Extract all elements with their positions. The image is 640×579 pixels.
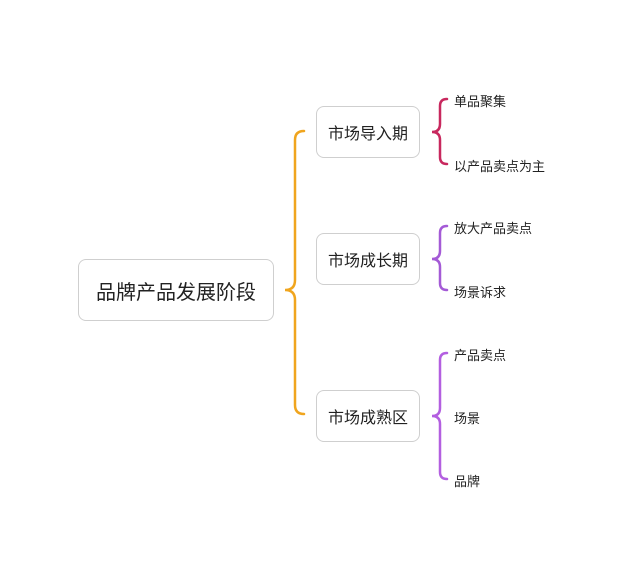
leaf-item[interactable]: 场景诉求 — [454, 286, 507, 301]
stage-node-growth[interactable]: 市场成长期 — [316, 233, 420, 285]
stage-node-label: 市场成长期 — [327, 251, 408, 270]
stage2-brace — [431, 224, 449, 292]
stage1-brace — [431, 97, 449, 166]
root-node[interactable]: 品牌产品发展阶段 — [78, 259, 274, 321]
stage-node-maturity[interactable]: 市场成熟区 — [316, 390, 420, 442]
leaf-item[interactable]: 放大产品卖点 — [454, 222, 533, 237]
leaf-item[interactable]: 场景 — [454, 412, 481, 427]
leaf-item[interactable]: 产品卖点 — [454, 349, 507, 364]
root-node-label: 品牌产品发展阶段 — [96, 279, 256, 304]
leaf-item[interactable]: 品牌 — [454, 475, 481, 490]
stage-node-introduction[interactable]: 市场导入期 — [316, 106, 420, 158]
stage-node-label: 市场成熟区 — [327, 408, 408, 427]
stage-node-label: 市场导入期 — [327, 124, 408, 143]
stage3-brace — [431, 351, 449, 481]
root-brace — [284, 129, 306, 416]
leaf-item[interactable]: 以产品卖点为主 — [454, 160, 546, 175]
leaf-item[interactable]: 单品聚集 — [454, 95, 507, 110]
